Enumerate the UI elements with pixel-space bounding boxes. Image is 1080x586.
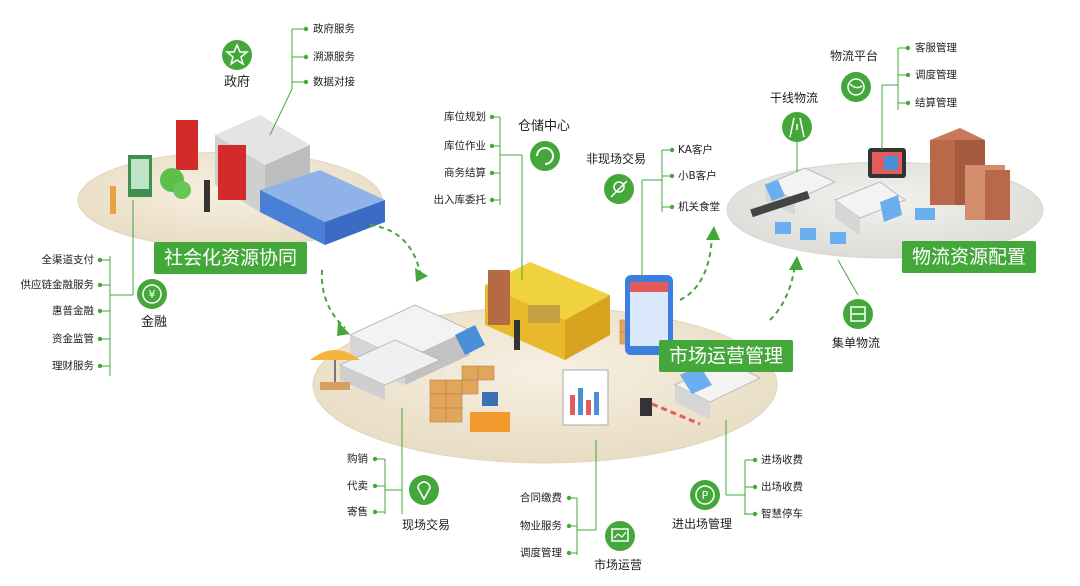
mobile-storefront (625, 275, 673, 355)
finance-item: 全渠道支付 (41, 254, 95, 266)
finance-item: 惠普金融 (52, 305, 94, 317)
stack-icon (843, 299, 873, 329)
parking-icon: P (690, 480, 720, 510)
globe-icon (841, 72, 871, 102)
off-site-trade-item: KA客户 (678, 144, 713, 156)
finance-item: 供应链金融服务 (20, 279, 95, 291)
yuan-icon: ¥ (137, 279, 167, 309)
entry-exit-item: 出场收费 (761, 481, 803, 493)
road (750, 190, 810, 218)
no-location-icon (604, 174, 634, 204)
government-title: 政府 (224, 75, 251, 90)
off-site-trade-item: 机关食堂 (678, 201, 720, 213)
entry-exit-title: 进出场管理 (672, 517, 733, 531)
warehouse-item: 库位规划 (444, 111, 486, 123)
warehouse-item: 出入库委托 (433, 194, 487, 206)
svg-text:P: P (702, 489, 709, 502)
social-resource-banner: 社会化资源协同 (154, 242, 308, 274)
trucks-market (338, 304, 485, 400)
onsite-trade-item: 代卖 (347, 480, 368, 492)
government-item: 溯源服务 (313, 51, 355, 63)
government-item: 政府服务 (313, 23, 355, 35)
chart-board (562, 369, 609, 426)
road-icon (782, 112, 812, 142)
round-icons: ¥ P (137, 40, 873, 551)
finance-title: 金融 (141, 315, 168, 330)
arrow-heads (337, 226, 803, 336)
logistics-platform-item: 客服管理 (915, 42, 957, 54)
logistics-platform-item: 调度管理 (915, 69, 957, 81)
trunk-logistics-title: 干线物流 (770, 91, 819, 105)
warehouse-title: 仓储中心 (518, 119, 571, 134)
market-operation-title: 市场运营 (594, 558, 643, 572)
logistics-platform-title: 物流平台 (830, 49, 879, 63)
delivery-bikes (775, 208, 935, 244)
onsite-trade-item: 购销 (347, 453, 368, 465)
government-building (110, 115, 385, 245)
cashier-desk (470, 412, 510, 432)
svg-text:¥: ¥ (149, 288, 156, 301)
finance-item: 资金监管 (52, 333, 94, 345)
warehouse-item: 库位作业 (444, 140, 486, 152)
finance-item: 理财服务 (52, 360, 94, 372)
umbrella-stall (310, 350, 360, 390)
warehouse-item: 商务结算 (444, 167, 486, 179)
market-ops-banner: 市场运营管理 (659, 340, 794, 372)
refresh-icon (530, 141, 560, 171)
market-operation-item: 物业服务 (520, 520, 562, 532)
entry-exit-item: 智慧停车 (761, 508, 803, 520)
logistics-platform-item: 结算管理 (915, 97, 957, 109)
off-site-trade-title: 非现场交易 (586, 152, 647, 166)
star-icon (222, 40, 252, 70)
gate-barrier (640, 398, 652, 416)
entry-exit-item: 进场收费 (761, 454, 803, 466)
off-site-trade-item: 小B客户 (678, 170, 717, 182)
flow-arrows (320, 224, 796, 329)
chart-monitor-icon (605, 521, 635, 551)
onsite-trade-title: 现场交易 (402, 518, 451, 532)
consolidated-logistics-title: 集单物流 (832, 336, 881, 350)
dashboard-screen (868, 148, 906, 178)
bullet-dots (97, 26, 911, 556)
logistics-buildings (930, 128, 1010, 220)
government-item: 数据对接 (313, 76, 355, 88)
market-operation-item: 调度管理 (520, 547, 562, 559)
warehouse-building (485, 262, 610, 360)
market-operation-item: 合同缴费 (520, 492, 562, 504)
location-pin-icon (409, 475, 439, 505)
logistics-banner: 物流资源配置 (902, 241, 1037, 273)
onsite-trade-item: 寄售 (347, 506, 368, 518)
